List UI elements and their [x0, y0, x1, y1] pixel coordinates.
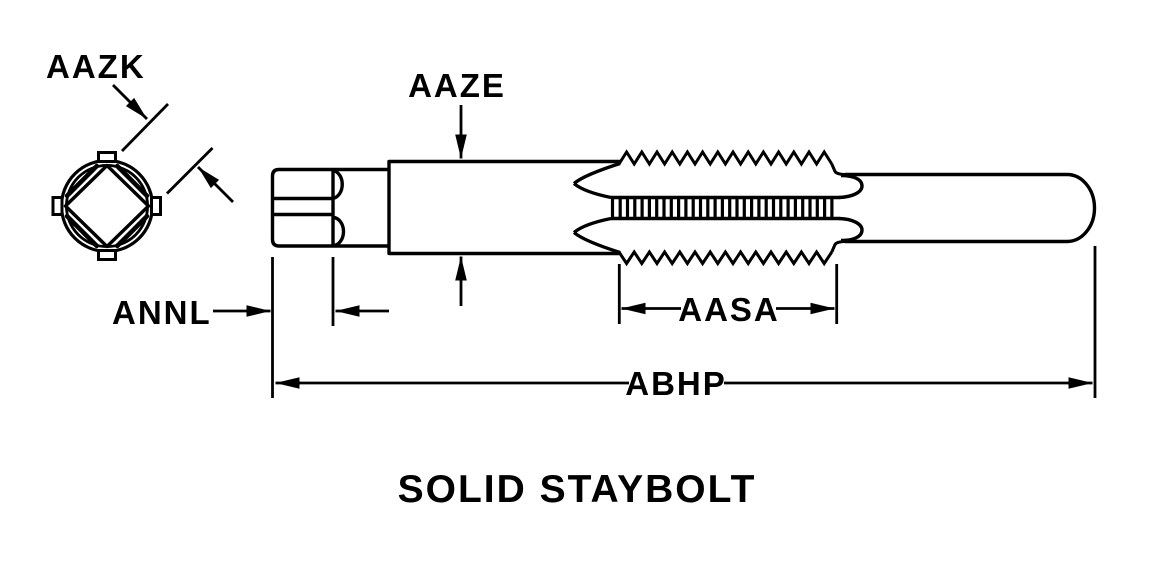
square-corner-chord-sw	[64, 214, 99, 249]
side-view	[270, 149, 1097, 267]
aazk-leader-arrow-lower	[197, 166, 234, 203]
aazk-extension-line-lower	[166, 147, 214, 195]
square-corner-arc-top	[332, 168, 344, 200]
end-view-outer-circle	[59, 158, 155, 254]
square-corner-chord-se	[115, 214, 150, 249]
aaze-label: AAZE	[408, 67, 506, 104]
annl-label: ANNL	[112, 294, 212, 331]
figure-title: SOLID STAYBOLT	[398, 468, 757, 511]
locating-tab-left	[51, 196, 64, 216]
flute-lens-top-right-curl	[838, 173, 864, 200]
square-drive-body	[270, 167, 389, 248]
flute-lens-bottom-right-curl	[838, 216, 864, 243]
annl-dimension: ANNL	[112, 257, 389, 398]
aazk-extension-line-upper	[120, 103, 170, 152]
pilot-rounded-end	[1066, 172, 1097, 244]
locating-tab-bottom	[97, 249, 117, 261]
shank-body	[387, 159, 621, 256]
abhp-dimension: ABHP	[275, 246, 1097, 402]
abhp-label: ABHP	[625, 365, 727, 402]
aazk-label: AAZK	[46, 48, 146, 85]
square-corner-arc-bottom	[332, 215, 346, 248]
locating-tab-top	[97, 151, 117, 163]
flute-lens-top	[572, 161, 621, 200]
end-view-inner-circle	[65, 163, 149, 248]
thread-to-pilot-step-top	[830, 163, 847, 176]
aasa-label: AASA	[678, 291, 780, 328]
thread-crest-zigzag-top	[617, 149, 834, 167]
aazk-dimension: AAZK	[46, 48, 234, 203]
thread-to-pilot-step-bottom	[830, 240, 847, 253]
square-corner-chord-ne	[115, 163, 150, 198]
locating-tab-right	[150, 196, 162, 216]
square-corner-chord-nw	[64, 163, 99, 198]
aaze-dimension: AAZE	[408, 67, 506, 306]
flute-lens-bottom	[572, 216, 621, 255]
aazk-leader-arrow	[112, 84, 148, 120]
aasa-dimension: AASA	[617, 264, 839, 328]
thread-hatch-band	[618, 199, 834, 217]
drive-square	[63, 163, 151, 249]
thread-crest-zigzag-bottom	[617, 249, 834, 267]
end-view	[51, 151, 162, 261]
